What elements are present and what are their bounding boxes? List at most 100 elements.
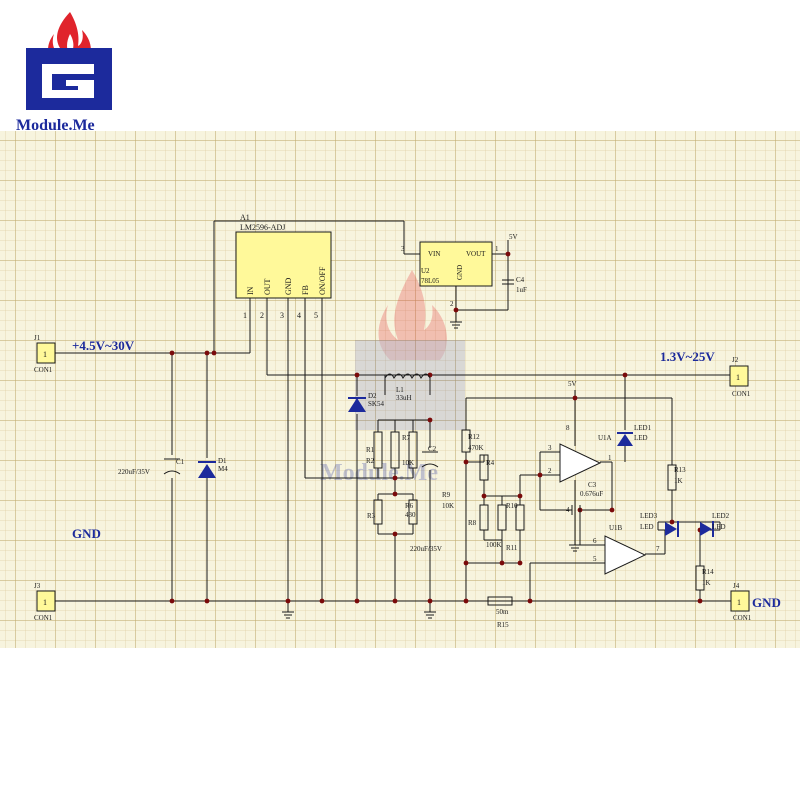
svg-text:4: 4 [566,506,570,514]
svg-text:33uH: 33uH [396,394,412,402]
svg-text:R10: R10 [506,502,518,510]
svg-text:R12: R12 [468,433,480,441]
module-me-logo: Module.Me [16,12,112,134]
led-led2: LED2 LED [700,512,730,537]
logo-text: Module.Me [16,117,95,134]
svg-text:D1: D1 [218,457,227,465]
capacitor-c4: C4 1uF 5V [502,233,527,294]
resistors-feedback [461,429,525,531]
a1-pin3: 3 [280,311,284,320]
u2-vin: VIN [428,250,440,258]
svg-text:R3: R3 [367,512,376,520]
u2-vout: VOUT [466,250,486,258]
connector-j1: 1 J1 CON1 [34,334,56,374]
svg-text:5: 5 [593,555,597,563]
capacitor-c2: C2 220uF/35V [410,445,442,553]
led-led3: LED3 LED [640,512,679,537]
svg-text:430: 430 [405,511,416,519]
a1-part: LM2596-ADJ [240,223,285,232]
c4-ref: C4 [516,276,525,284]
svg-text:LED: LED [640,523,654,531]
svg-text:R7: R7 [402,434,411,442]
svg-text:1K: 1K [674,477,683,485]
u2-ref: U2 [421,267,430,275]
diode-d2: D2 SK54 [348,392,384,412]
u2-pin1: 1 [495,245,499,253]
capacitor-c1: C1 220uF/35V [118,458,185,476]
svg-text:0.676uF: 0.676uF [580,490,603,498]
resistors-r1-r2-r7 [373,431,418,469]
svg-text:R6: R6 [405,502,414,510]
connector-j2: 1 J2 CON1 [729,356,751,398]
a1-pin1: 1 [243,311,247,320]
svg-text:R2: R2 [366,457,375,465]
resistors-r13-r14-r15 [487,464,705,606]
a1-pin-in: IN [246,286,255,295]
svg-text:LED1: LED1 [634,424,652,432]
opamp-u1a: 3 2 1 8 4 U1A C3 0.676uF [548,424,612,515]
svg-text:LED: LED [712,523,726,531]
a1-pin5: 5 [314,311,318,320]
a1-pin2: 2 [260,311,264,320]
svg-text:R15: R15 [497,621,509,629]
svg-text:1: 1 [736,373,740,382]
svg-text:470K: 470K [468,444,484,452]
regulator-78l05: VIN VOUT GND U2 78L05 3 1 2 [401,241,499,308]
u2-5v-label: 5V [509,233,518,241]
svg-text:8: 8 [566,424,570,432]
svg-text:C3: C3 [588,481,597,489]
svg-text:7: 7 [656,545,660,553]
j3-part: CON1 [34,614,53,622]
svg-text:M4: M4 [218,465,228,473]
svg-text:2: 2 [548,467,552,475]
gnd-label-left: GND [72,526,101,541]
j4-ref: J4 [733,582,740,590]
svg-text:R13: R13 [674,466,686,474]
connector-j3: 1 J3 CON1 [34,582,56,622]
a1-pin-fb: FB [301,285,310,295]
resistors-r3-r6 [373,499,418,525]
svg-text:3: 3 [548,444,552,452]
c4-value: 1uF [516,286,527,294]
svg-text:1: 1 [737,598,741,607]
svg-text:U1A: U1A [598,434,612,442]
svg-text:U1B: U1B [609,524,623,532]
j4-part: CON1 [733,614,752,622]
svg-text:C2: C2 [428,445,437,453]
a1-pin-out: OUT [263,278,272,295]
a1-pin-onoff: ON/OFF [318,266,327,295]
svg-text:R8: R8 [468,519,477,527]
svg-text:10K: 10K [442,502,454,510]
ic-lm2596: A1 LM2596-ADJ IN OUT GND FB ON/OFF 1 2 3… [235,213,332,320]
svg-text:R9: R9 [442,491,451,499]
svg-text:LED3: LED3 [640,512,658,520]
svg-text:LED: LED [634,434,648,442]
wires [55,220,740,602]
svg-text:220uF/35V: 220uF/35V [118,468,150,476]
svg-text:C1: C1 [176,458,185,466]
svg-text:L1: L1 [396,386,404,394]
a1-pin4: 4 [297,311,301,320]
connector-j4: 1 J4 CON1 [730,582,752,622]
opamp-5v-label: 5V [568,380,577,388]
opamp-u1b: 6 5 7 U1B [593,524,660,575]
svg-text:1: 1 [43,598,47,607]
input-voltage-label: +4.5V~30V [72,338,135,353]
j1-ref: J1 [34,334,41,342]
svg-text:LED2: LED2 [712,512,730,520]
watermark-text: Module.Me [320,460,438,486]
svg-text:100K: 100K [486,541,502,549]
j1-part: CON1 [34,366,53,374]
gnd-label-right: GND [752,595,781,610]
a1-ref: A1 [240,213,250,222]
svg-text:6: 6 [593,537,597,545]
svg-text:D2: D2 [368,392,377,400]
diode-d1: D1 M4 [198,457,228,478]
svg-text:1: 1 [608,454,612,462]
u2-gnd: GND [456,265,464,280]
svg-text:1K: 1K [702,579,711,587]
j2-ref: J2 [732,356,739,364]
j3-ref: J3 [34,582,41,590]
